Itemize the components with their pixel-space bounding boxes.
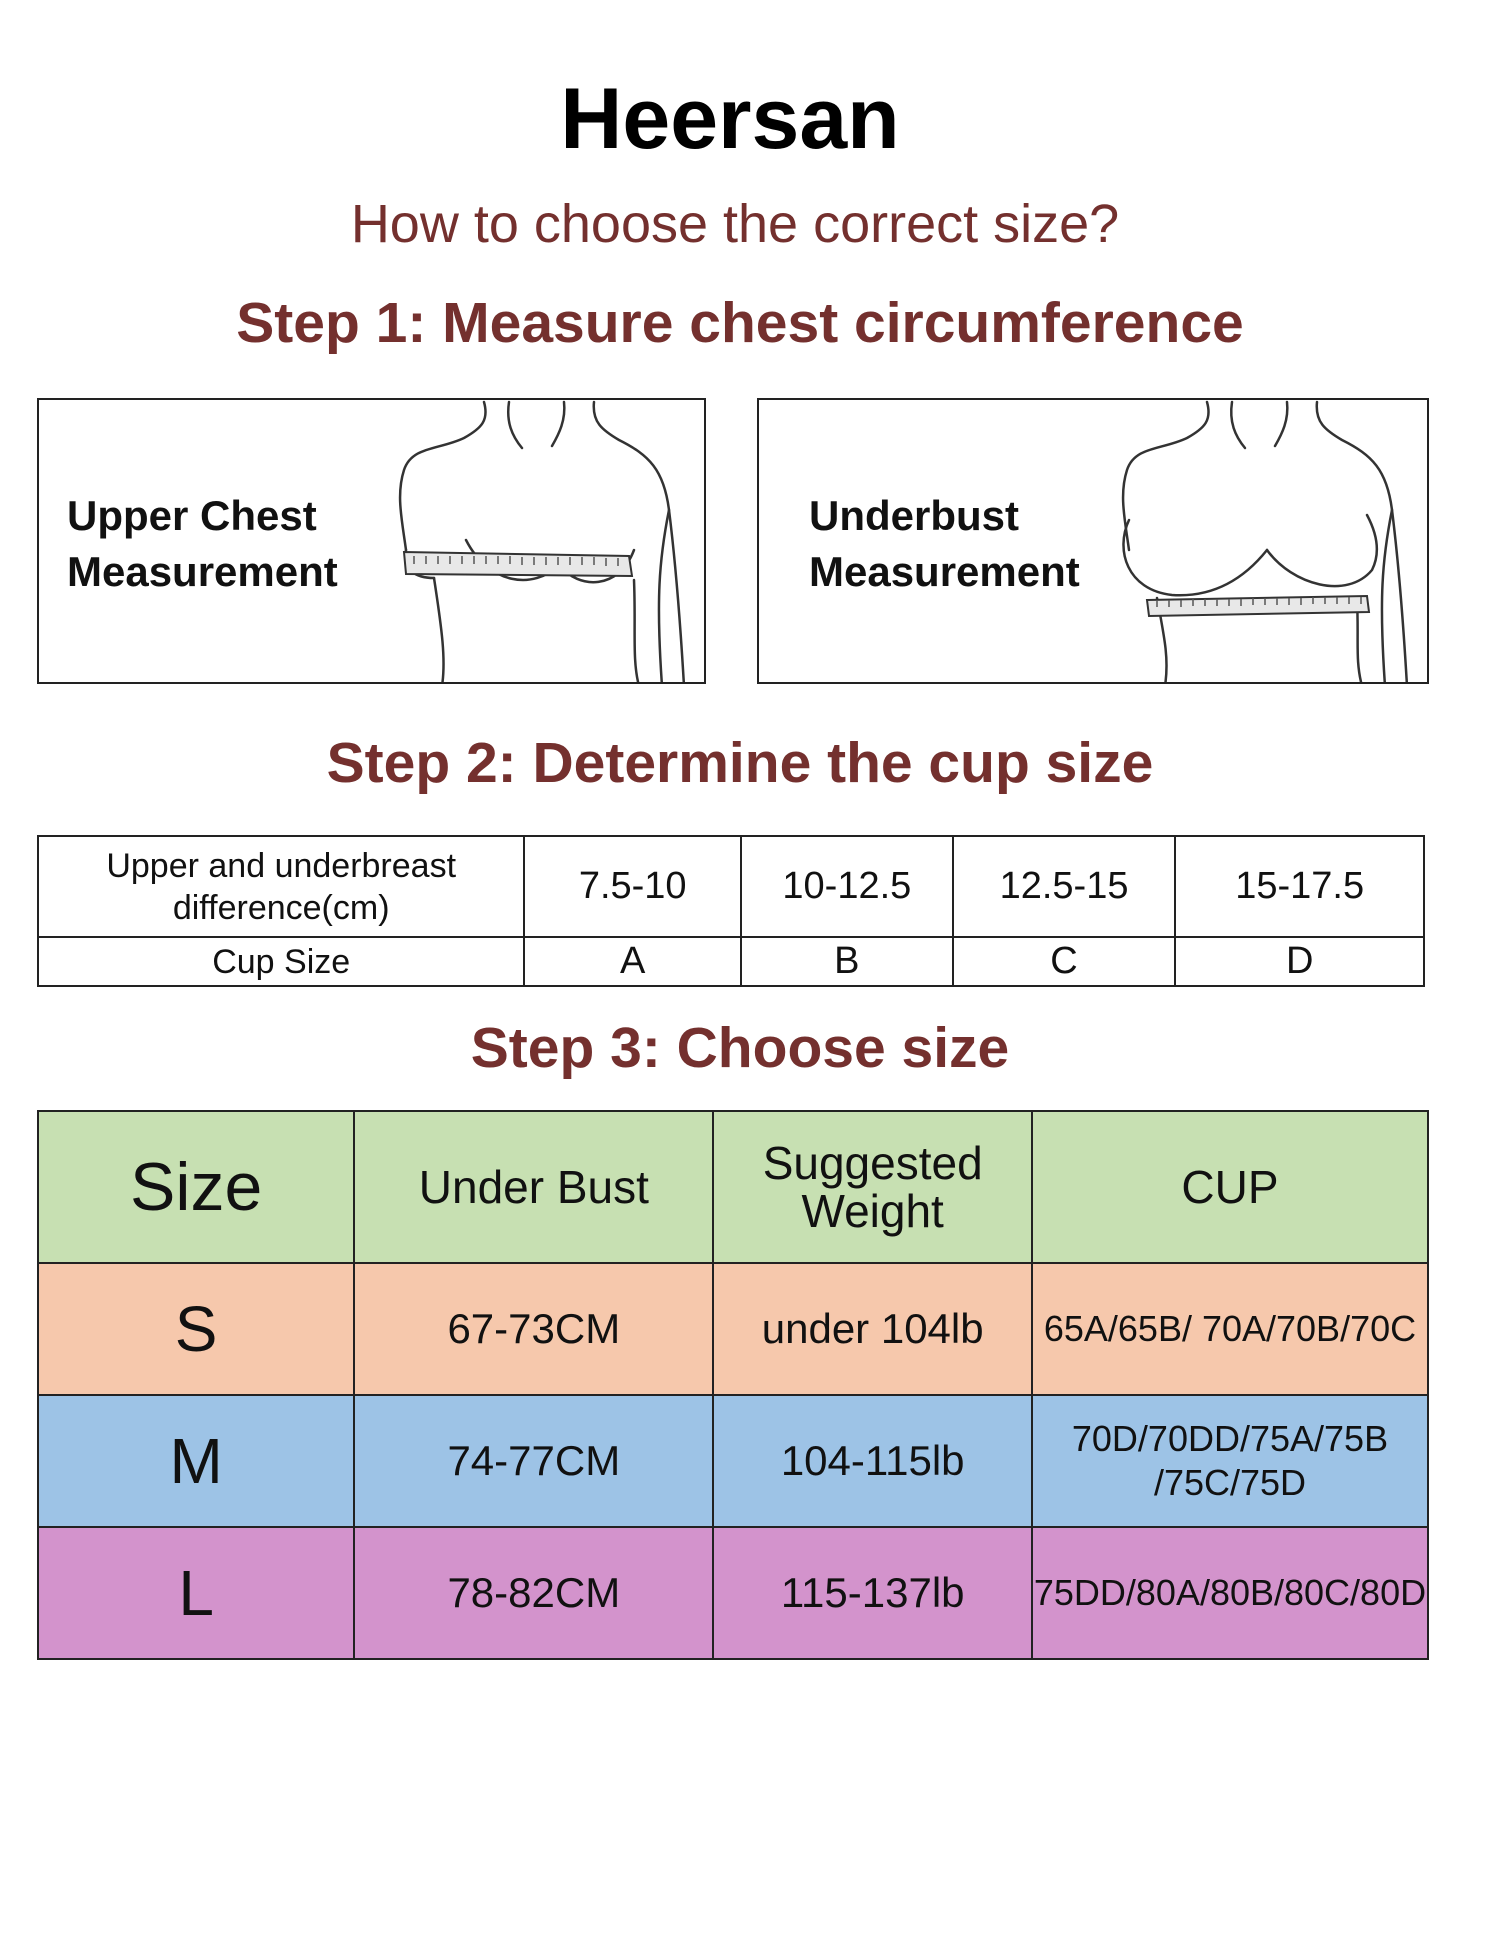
size-cell: S (36, 1262, 356, 1396)
weight-header: Suggested Weight (712, 1110, 1033, 1264)
size-cell: L (36, 1526, 356, 1660)
size-table-header-row: Size Under Bust Suggested Weight CUP (36, 1110, 1430, 1264)
table-row: S 67-73CM under 104lb 65A/65B/ 70A/70B/7… (36, 1262, 1430, 1396)
under-bust-cell: 78-82CM (353, 1526, 715, 1660)
range-cell: 10-12.5 (740, 835, 954, 938)
under-bust-header: Under Bust (353, 1110, 715, 1264)
weight-cell: 115-137lb (712, 1526, 1033, 1660)
table-row: M 74-77CM 104-115lb 70D/70DD/75A/75B /75… (36, 1394, 1430, 1528)
upper-chest-label: Upper Chest Measurement (67, 488, 407, 600)
torso-tape-underbust-icon (1121, 400, 1409, 682)
underbust-panel: Underbust Measurement (757, 398, 1429, 684)
cup-cell: A (523, 936, 743, 987)
torso-tape-upper-chest-icon (398, 400, 686, 682)
cup-cell: D (1174, 936, 1425, 987)
cup-list-cell: 75DD/80A/80B/80C/80D (1030, 1526, 1430, 1660)
cup-list-cell: 70D/70DD/75A/75B /75C/75D (1030, 1394, 1430, 1528)
underbust-label-line2: Measurement (809, 548, 1080, 595)
step2-heading: Step 2: Determine the cup size (326, 731, 1154, 795)
range-cell: 7.5-10 (523, 835, 743, 938)
cup-size-header: Cup Size (36, 936, 526, 987)
under-bust-cell: 67-73CM (353, 1262, 715, 1396)
cup-list-line1: 75DD/80A/80B/80C/80D (1033, 1572, 1427, 1613)
step1-heading: Step 1: Measure chest circumference (236, 291, 1244, 355)
cup-list-line1: 70D/70DD/75A/75B (1071, 1418, 1389, 1459)
cup-list-line2: /75C/75D (1153, 1462, 1307, 1503)
page-subtitle: How to choose the correct size? (350, 194, 1120, 254)
upper-chest-label-line1: Upper Chest (67, 492, 317, 539)
weight-cell: under 104lb (712, 1262, 1033, 1396)
cup-cell: B (740, 936, 954, 987)
weight-header-line2: Weight (801, 1185, 944, 1237)
cup-header: CUP (1030, 1110, 1430, 1264)
cup-list-line1: 65A/65B/ 70A/70B/70C (1043, 1308, 1417, 1349)
weight-cell: 104-115lb (712, 1394, 1033, 1528)
underbust-label-line1: Underbust (809, 492, 1019, 539)
cup-list-cell: 65A/65B/ 70A/70B/70C (1030, 1262, 1430, 1396)
size-cell: M (36, 1394, 356, 1528)
range-cell: 12.5-15 (951, 835, 1177, 938)
difference-header: Upper and underbreast difference(cm) (36, 835, 526, 938)
difference-header-line1: Upper and underbreast (106, 846, 457, 885)
difference-header-line2: difference(cm) (172, 888, 390, 927)
table-row: L 78-82CM 115-137lb 75DD/80A/80B/80C/80D (36, 1526, 1430, 1660)
range-cell: 15-17.5 (1174, 835, 1425, 938)
size-header: Size (36, 1110, 356, 1264)
brand-title: Heersan (560, 71, 900, 167)
cup-size-table: Upper and underbreast difference(cm) 7.5… (36, 835, 1425, 987)
underbust-label: Underbust Measurement (809, 488, 1149, 600)
step3-heading: Step 3: Choose size (470, 1016, 1010, 1080)
difference-row: Upper and underbreast difference(cm) 7.5… (36, 835, 1425, 938)
upper-chest-label-line2: Measurement (67, 548, 338, 595)
size-chart-table: Size Under Bust Suggested Weight CUP S 6… (36, 1110, 1430, 1660)
upper-chest-panel: Upper Chest Measurement (37, 398, 706, 684)
under-bust-cell: 74-77CM (353, 1394, 715, 1528)
cup-row: Cup Size A B C D (36, 936, 1425, 987)
cup-cell: C (951, 936, 1177, 987)
weight-header-line1: Suggested (762, 1137, 983, 1189)
